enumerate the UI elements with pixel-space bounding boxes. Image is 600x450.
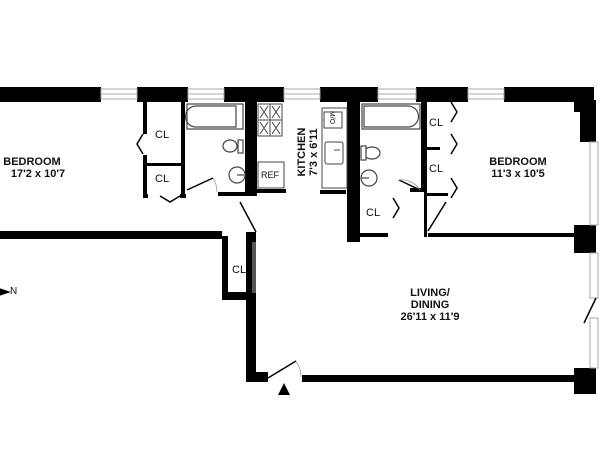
compass-icon [0,288,11,296]
living-closet-doors [252,242,256,293]
interior-walls [0,102,596,394]
room-dimensions: 26'11 x 11'9 [400,311,460,324]
closet-label: CL [155,173,170,185]
room-name: LIVING/ [410,287,450,299]
refrigerator-label: REF [261,170,279,180]
room-kitchen: KITCHEN 7'3 x 6'11 [296,112,320,192]
door-swings [212,177,421,378]
sink-right [360,169,378,187]
bathtub-left [184,103,244,130]
closet-label: CL [232,264,247,276]
windows-top [100,88,505,100]
closet-label: CL [429,163,444,175]
room-name-2: DINING [410,299,450,312]
closet-label: CL [366,207,381,219]
closet-label: CL [429,117,444,129]
room-dimensions: 11'3 x 10'5 [491,168,545,181]
windows-right [589,141,599,369]
doors [136,101,597,379]
microwave-label: M/O [328,110,336,125]
toilet-right [360,145,381,161]
refrigerator [257,161,285,189]
room-dimensions: 17'2 x 10'7 [10,168,66,181]
room-name: BEDROOM [489,156,547,168]
sink-left [228,166,246,184]
top-exterior-wall [0,87,596,142]
counter-right [321,107,348,189]
room-living-dining: LIVING/ DINING 26'11 x 11'9 [380,287,480,323]
stove-icon [257,103,283,137]
compass-label: N [10,286,18,297]
room-dimensions: 7'3 x 6'11 [308,128,320,176]
room-bedroom-1: BEDROOM 17'2 x 10'7 [0,156,68,180]
room-bedroom-2: BEDROOM 11'3 x 10'5 [482,156,554,180]
bathtub-right [361,103,421,130]
toilet-left [222,139,244,154]
closet-label: CL [155,129,170,141]
room-name: KITCHEN [295,127,308,177]
room-name: BEDROOM [3,156,61,168]
entry-arrow-icon [278,383,290,395]
